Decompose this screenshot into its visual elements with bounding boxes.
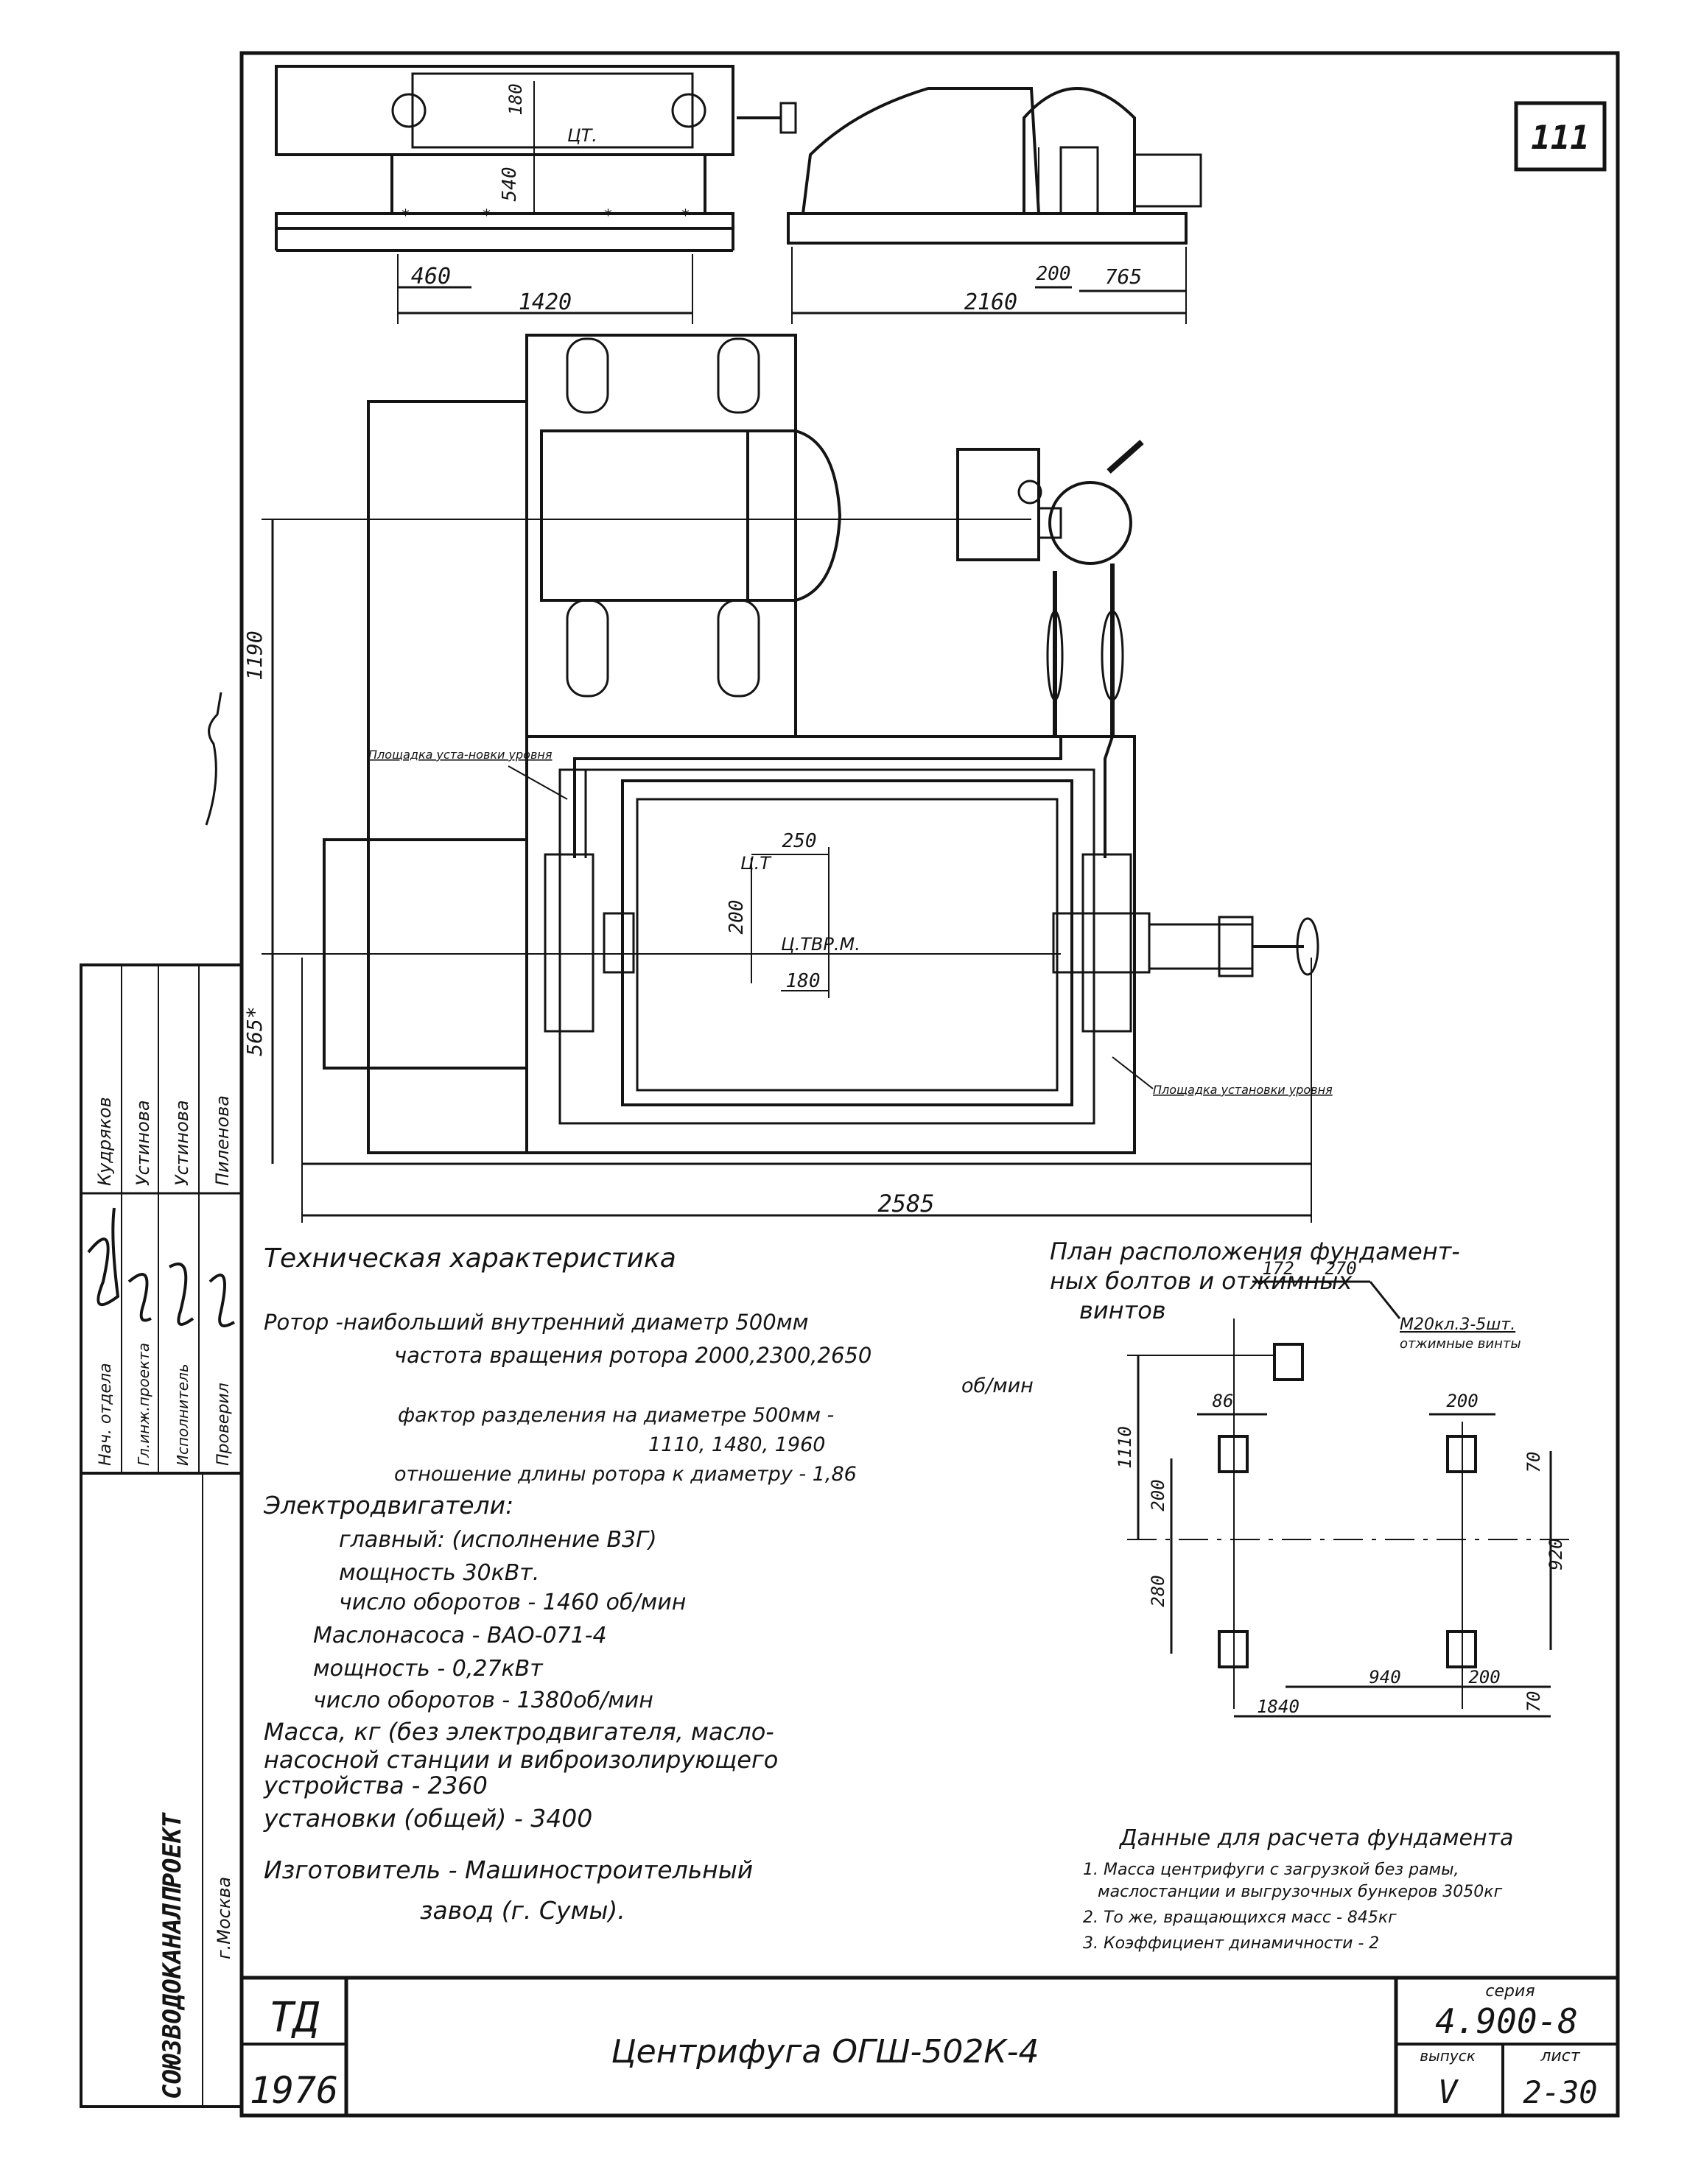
tech-line-9: мощность 30кВт. — [339, 1560, 539, 1586]
signature-1 — [87, 1207, 120, 1307]
tech-line-17: установки (общей) - 3400 — [263, 1804, 592, 1833]
plan-view: 1190 565* 2585 250 200 180 Ц.Т Ц.ТВР.М. … — [242, 334, 1333, 1223]
bolt-dim-940: 940 — [1369, 1667, 1400, 1688]
bolt-title-1: План расположения фундамент- — [1050, 1237, 1460, 1265]
tech-characteristics: Техническая характеристика Ротор -наибол… — [263, 1243, 1034, 1925]
front-dim-1420: 1420 — [519, 289, 572, 315]
stamp-role-1: Нач. отдела — [97, 1363, 115, 1466]
seria-value: 4.900-8 — [1435, 2001, 1578, 2041]
plan-dim-ct-y: 200 — [726, 900, 748, 935]
plan-ct-label: Ц.Т — [740, 853, 772, 874]
stamp-name-3: Устинова — [172, 1100, 192, 1186]
bolt-dim-1110: 1110 — [1115, 1426, 1135, 1469]
bolt-dim-200a: 200 — [1148, 1479, 1168, 1511]
plan-dim-ct-x: 250 — [782, 830, 817, 852]
stamp-city: г.Москва — [214, 1877, 234, 1959]
svg-text:*: * — [681, 207, 690, 225]
foundation-data: Данные для расчета фундамента 1. Масса ц… — [1083, 1825, 1513, 1953]
bolt-note-2: отжимные винты — [1400, 1336, 1521, 1352]
foundation-item-4: 3. Коэффициент динамичности - 2 — [1083, 1934, 1379, 1953]
tech-line-4: фактор разделения на диаметре 500мм - — [398, 1404, 834, 1427]
bolt-dim-920: 920 — [1546, 1538, 1566, 1570]
foundation-item-3: 2. То же, вращающихся масс - 845кг — [1083, 1909, 1397, 1927]
stamp-org: СОЮЗВОДОКАНАЛПРОЕКТ — [158, 1812, 187, 2099]
front-elevation-view: * * * * 460 1420 540 180 ЦТ. — [275, 65, 797, 324]
front-ct-label: ЦТ. — [567, 125, 597, 146]
vypusk-value: V — [1438, 2074, 1459, 2111]
plan-dim-1190: 1190 — [242, 631, 267, 680]
tech-line-19: завод (г. Сумы). — [420, 1896, 625, 1925]
tech-line-5: 1110, 1480, 1960 — [648, 1433, 825, 1456]
foundation-item-2: маслостанции и выгрузочных бункеров 3050… — [1098, 1883, 1503, 1901]
plan-dim-2585: 2585 — [877, 1190, 934, 1218]
sheet-number-box — [1514, 101, 1607, 172]
tech-line-12: мощность - 0,27кВт — [313, 1656, 544, 1682]
signature-margin — [205, 692, 222, 826]
svg-text:*: * — [604, 207, 612, 225]
front-dim-180: 180 — [505, 83, 526, 115]
year-label: 1976 — [250, 2069, 338, 2112]
stamp-role-4: Проверил — [214, 1383, 233, 1466]
tech-line-2: частота вращения ротора 2000,2300,2650 — [394, 1343, 871, 1368]
seria-label: серия — [1485, 1982, 1535, 2001]
bolt-dim-270: 270 — [1325, 1258, 1356, 1279]
bolt-dim-280: 280 — [1148, 1575, 1168, 1607]
list-value: 2-30 — [1523, 2074, 1597, 2110]
bolt-dim-200b: 200 — [1446, 1391, 1478, 1411]
tech-line-8: главный: (исполнение В3Г) — [339, 1527, 657, 1553]
tech-line-16: устройства - 2360 — [263, 1772, 488, 1799]
vypusk-label: выпуск — [1420, 2047, 1476, 2065]
tech-line-15: насосной станции и виброизолирующего — [264, 1746, 778, 1774]
tech-line-10: число оборотов - 1460 об/мин — [339, 1590, 686, 1615]
level-pad-left-label: Площадка уста-новки уровня — [368, 748, 553, 762]
plan-ctbr-label: Ц.ТВР.М. — [781, 934, 860, 955]
tech-line-6: отношение длины ротора к диаметру - 1,86 — [394, 1463, 857, 1486]
tech-line-14: Масса, кг (без электродвигателя, масло- — [264, 1718, 774, 1746]
stamp-name-2: Устинова — [133, 1100, 153, 1186]
level-pad-right-label: Площадка установки уровня — [1153, 1083, 1333, 1097]
side-dim-2160: 2160 — [964, 289, 1017, 315]
signature-3 — [169, 1263, 194, 1326]
stamp-name-1: Кудряков — [94, 1097, 115, 1186]
signature-2 — [127, 1273, 152, 1322]
bolt-dim-86: 86 — [1213, 1391, 1234, 1411]
bolt-dim-172: 172 — [1262, 1258, 1294, 1279]
bolt-note-1: M20кл.3-5шт. — [1400, 1316, 1515, 1334]
svg-text:*: * — [483, 207, 491, 225]
tech-line-7: Электродвигатели: — [263, 1491, 513, 1520]
tech-line-18: Изготовитель - Машиностроительный — [264, 1855, 753, 1884]
list-label: лист — [1540, 2047, 1580, 2065]
bolt-dim-70b: 70 — [1523, 1691, 1544, 1713]
title-block: ТД 1976 Центрифуга ОГШ-502К-4 серия 4.90… — [242, 1976, 1618, 2115]
stamp-name-4: Пиленова — [212, 1095, 233, 1186]
drawing-title: Центрифуга ОГШ-502К-4 — [611, 2033, 1039, 2071]
tech-line-1: Ротор -наибольший внутренний диаметр 500… — [264, 1310, 808, 1335]
tech-line-3: об/мин — [961, 1374, 1034, 1397]
td-label: ТД — [269, 1994, 320, 2042]
side-dim-200: 200 — [1037, 263, 1071, 285]
tech-line-13: число оборотов - 1380об/мин — [313, 1688, 653, 1713]
foundation-title: Данные для расчета фундамента — [1118, 1825, 1513, 1851]
side-stamp: Нач. отдела Гл.инж.проекта Исполнитель П… — [80, 692, 243, 2108]
sheet-number: 111 — [1531, 119, 1589, 157]
plan-dim-565: 565* — [242, 1006, 267, 1056]
stamp-role-3: Исполнитель — [174, 1363, 192, 1466]
front-dim-460: 460 — [411, 264, 451, 289]
tech-title: Техническая характеристика — [264, 1243, 676, 1274]
stamp-role-2: Гл.инж.проекта — [135, 1343, 152, 1466]
side-dim-765: 765 — [1105, 264, 1143, 289]
foundation-item-1: 1. Масса центрифуги с загрузкой без рамы… — [1083, 1861, 1459, 1879]
svg-text:*: * — [401, 207, 410, 225]
plan-dim-ctbr-x: 180 — [786, 970, 821, 992]
signature-4 — [208, 1274, 235, 1327]
bolt-dim-70a: 70 — [1523, 1452, 1544, 1473]
tech-line-11: Маслонасоса - ВАО-071-4 — [313, 1623, 607, 1648]
bolt-plan: План расположения фундамент- ных болтов … — [1050, 1237, 1576, 1718]
front-dim-540: 540 — [499, 167, 521, 202]
bolt-dim-1840: 1840 — [1257, 1696, 1300, 1717]
bolt-title-3: винтов — [1079, 1296, 1166, 1324]
bolt-dim-200c: 200 — [1468, 1667, 1500, 1688]
side-elevation-view: 200 765 2160 — [787, 87, 1202, 324]
